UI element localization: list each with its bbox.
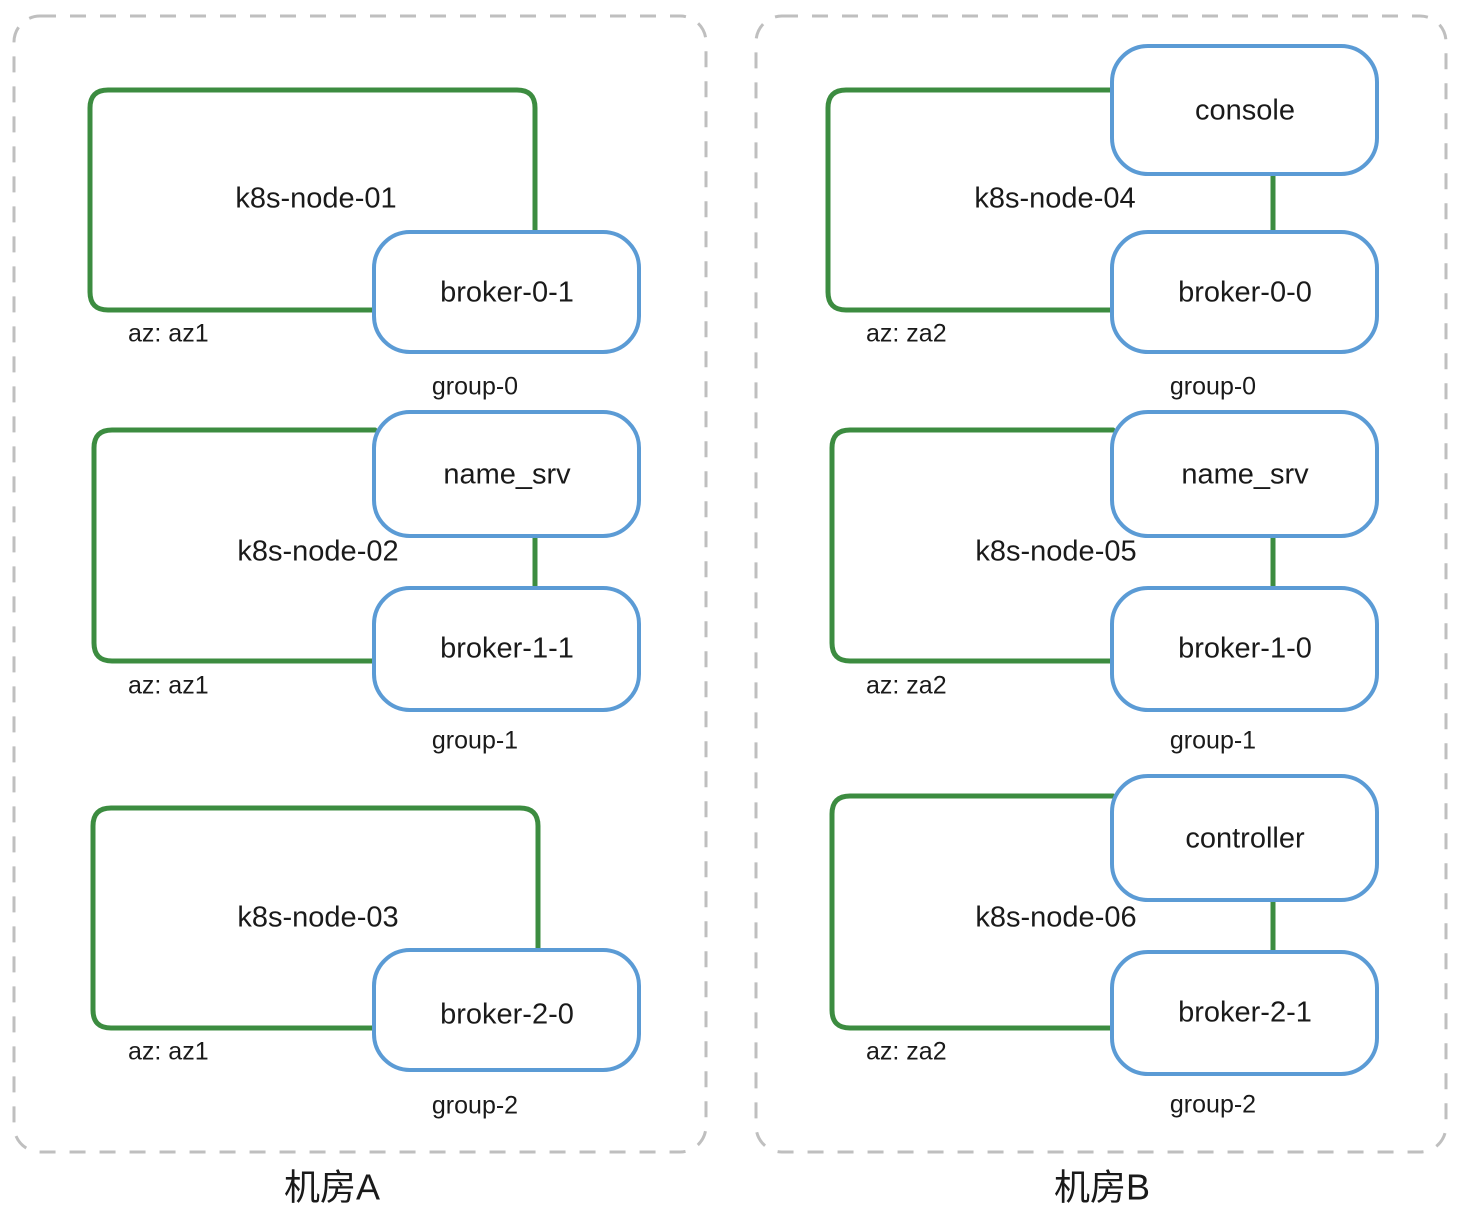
pod-broker-0-1-group[interactable]: broker-0-1 group-0 — [372, 230, 641, 401]
datacenter-a-title: 机房A — [284, 1167, 380, 1208]
k8s-node-03-group[interactable]: k8s-node-03 az: az1 — [90, 805, 541, 1066]
k8s-node-01-shape — [87, 87, 538, 313]
pod-name-srv-a-label: name_srv — [443, 459, 571, 491]
k8s-node-05-shape — [829, 427, 1116, 664]
datacenter-a-group: k8s-node-01 az: az1 broker-0-1 group-0 k… — [12, 14, 708, 1208]
k8s-node-06-group[interactable]: k8s-node-06 az: za2 — [829, 793, 1137, 1066]
k8s-node-01-group[interactable]: k8s-node-01 az: az1 — [87, 87, 538, 348]
k8s-node-02-az-label: az: az1 — [128, 672, 209, 700]
k8s-node-02-label: k8s-node-02 — [237, 536, 398, 568]
k8s-node-03-az-label: az: az1 — [128, 1038, 209, 1066]
pod-broker-1-1-group[interactable]: broker-1-1 group-1 — [372, 586, 641, 755]
pod-broker-1-0-group-label: group-1 — [1170, 727, 1256, 755]
pod-console-box[interactable] — [1110, 44, 1379, 176]
pod-broker-2-0-group-label: group-2 — [432, 1092, 518, 1120]
k8s-node-04-az-label: az: za2 — [866, 320, 947, 348]
pod-broker-0-0-group-label: group-0 — [1170, 373, 1256, 401]
k8s-node-06-label: k8s-node-06 — [975, 902, 1136, 934]
pod-broker-2-1-box[interactable] — [1110, 950, 1379, 1076]
k8s-node-06-shape — [829, 793, 1116, 1031]
k8s-node-02-shape — [91, 427, 378, 664]
k8s-node-04-label: k8s-node-04 — [974, 183, 1135, 215]
k8s-node-04-group[interactable]: k8s-node-04 az: za2 — [825, 87, 1136, 348]
k8s-node-01-label: k8s-node-01 — [235, 183, 396, 215]
k8s-node-05-label: k8s-node-05 — [975, 536, 1136, 568]
pod-broker-1-1-label: broker-1-1 — [440, 633, 574, 665]
k8s-node-03-shape — [90, 805, 541, 1031]
pod-name-srv-b-box[interactable] — [1110, 410, 1379, 538]
pod-broker-0-0-box[interactable] — [1110, 230, 1379, 354]
pod-broker-0-1-box[interactable] — [372, 230, 641, 354]
k8s-node-03-label: k8s-node-03 — [237, 902, 398, 934]
k8s-node-02-group[interactable]: k8s-node-02 az: az1 — [91, 427, 399, 700]
k8s-node-04-shape — [825, 87, 1116, 313]
k8s-node-05-group[interactable]: k8s-node-05 az: za2 — [829, 427, 1137, 700]
pod-name-srv-a-group[interactable]: name_srv — [372, 410, 641, 538]
k8s-node-01-az-label: az: az1 — [128, 320, 209, 348]
pod-broker-1-1-box[interactable] — [372, 586, 641, 712]
pod-broker-1-0-label: broker-1-0 — [1178, 633, 1312, 665]
pod-broker-2-0-label: broker-2-0 — [440, 999, 574, 1031]
pod-broker-0-0-label: broker-0-0 — [1178, 277, 1312, 309]
pod-broker-1-0-box[interactable] — [1110, 586, 1379, 712]
pod-controller-label: controller — [1185, 823, 1305, 855]
pod-name-srv-a-box[interactable] — [372, 410, 641, 538]
pod-controller-box[interactable] — [1110, 774, 1379, 902]
datacenter-b-group: k8s-node-04 az: za2 console broker-0-0 g… — [754, 14, 1448, 1208]
pod-console-group[interactable]: console — [1110, 44, 1379, 176]
pod-controller-group[interactable]: controller — [1110, 774, 1379, 902]
pod-broker-0-1-group-label: group-0 — [432, 373, 518, 401]
pod-broker-2-0-box[interactable] — [372, 948, 641, 1072]
pod-broker-0-1-label: broker-0-1 — [440, 277, 574, 309]
k8s-node-06-az-label: az: za2 — [866, 1038, 947, 1066]
pod-broker-1-0-group[interactable]: broker-1-0 group-1 — [1110, 586, 1379, 755]
k8s-node-05-az-label: az: za2 — [866, 672, 947, 700]
pod-broker-2-1-label: broker-2-1 — [1178, 997, 1312, 1029]
pod-broker-0-0-group[interactable]: broker-0-0 group-0 — [1110, 230, 1379, 401]
pod-name-srv-b-label: name_srv — [1181, 459, 1309, 491]
pod-name-srv-b-group[interactable]: name_srv — [1110, 410, 1379, 538]
pod-console-label: console — [1195, 95, 1295, 127]
pod-broker-2-1-group[interactable]: broker-2-1 group-2 — [1110, 950, 1379, 1119]
pod-broker-2-0-group[interactable]: broker-2-0 group-2 — [372, 948, 641, 1120]
pod-broker-2-1-group-label: group-2 — [1170, 1091, 1256, 1119]
datacenter-b-title: 机房B — [1054, 1167, 1150, 1208]
pod-broker-1-1-group-label: group-1 — [432, 727, 518, 755]
